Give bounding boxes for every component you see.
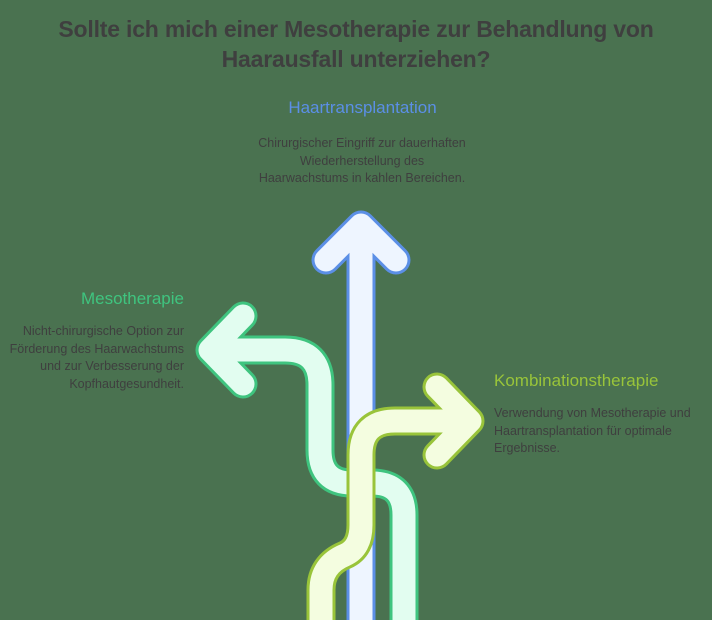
- option-description: Nicht-chirurgische Option zur Förderung …: [9, 324, 184, 391]
- option-label: Kombinationstherapie: [494, 371, 659, 390]
- option-label: Mesotherapie: [80, 289, 184, 308]
- option-label: Haartransplantation: [288, 98, 437, 117]
- page-title: Sollte ich mich einer Mesotherapie zur B…: [58, 16, 654, 72]
- arrow-right-icon: [306, 372, 485, 620]
- option-description: Verwendung von Mesotherapie und Haartran…: [494, 406, 691, 455]
- option-description: Chirurgischer Eingriff zur dauerhaften W…: [258, 136, 466, 185]
- arrow-left-icon: [195, 301, 419, 620]
